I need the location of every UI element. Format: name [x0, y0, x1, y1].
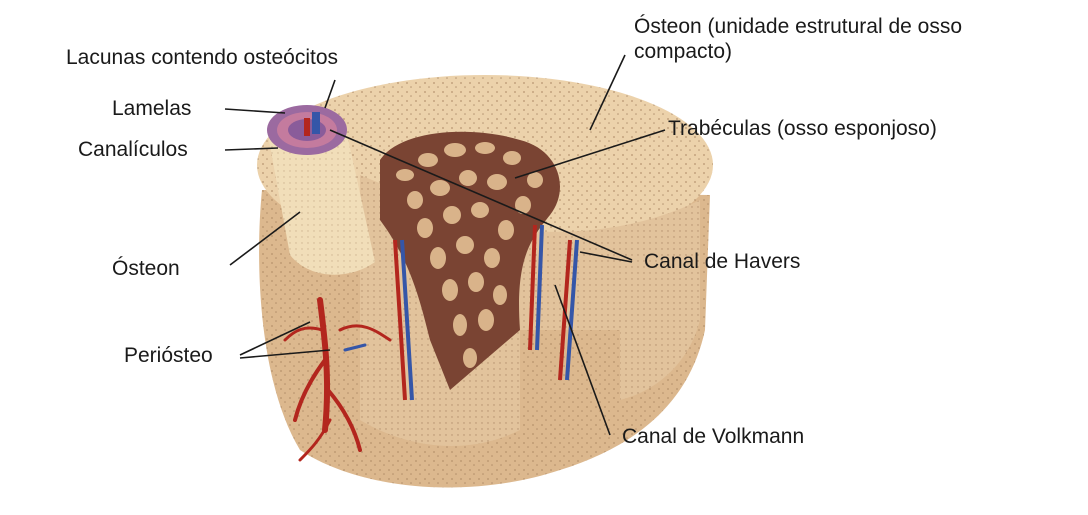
label-canal-havers: Canal de Havers: [644, 249, 800, 274]
label-canaliculos: Canalículos: [78, 137, 188, 162]
label-osteon-unit-line2: compacto): [634, 39, 962, 64]
label-osteon-unit: Ósteon (unidade estrutural de osso compa…: [634, 14, 962, 64]
label-trabeculas: Trabéculas (osso esponjoso): [668, 116, 937, 141]
leader-lamelas: [225, 109, 285, 113]
label-osteon-unit-line1: Ósteon (unidade estrutural de osso: [634, 14, 962, 39]
label-lamelas: Lamelas: [112, 96, 191, 121]
havers-vessel-red: [304, 118, 310, 136]
label-canal-volkmann: Canal de Volkmann: [622, 424, 804, 449]
havers-vessel-blue: [312, 112, 320, 134]
label-osteon: Ósteon: [112, 256, 180, 281]
label-lacunas: Lacunas contendo osteócitos: [66, 45, 338, 70]
label-periosteo: Periósteo: [124, 343, 213, 368]
